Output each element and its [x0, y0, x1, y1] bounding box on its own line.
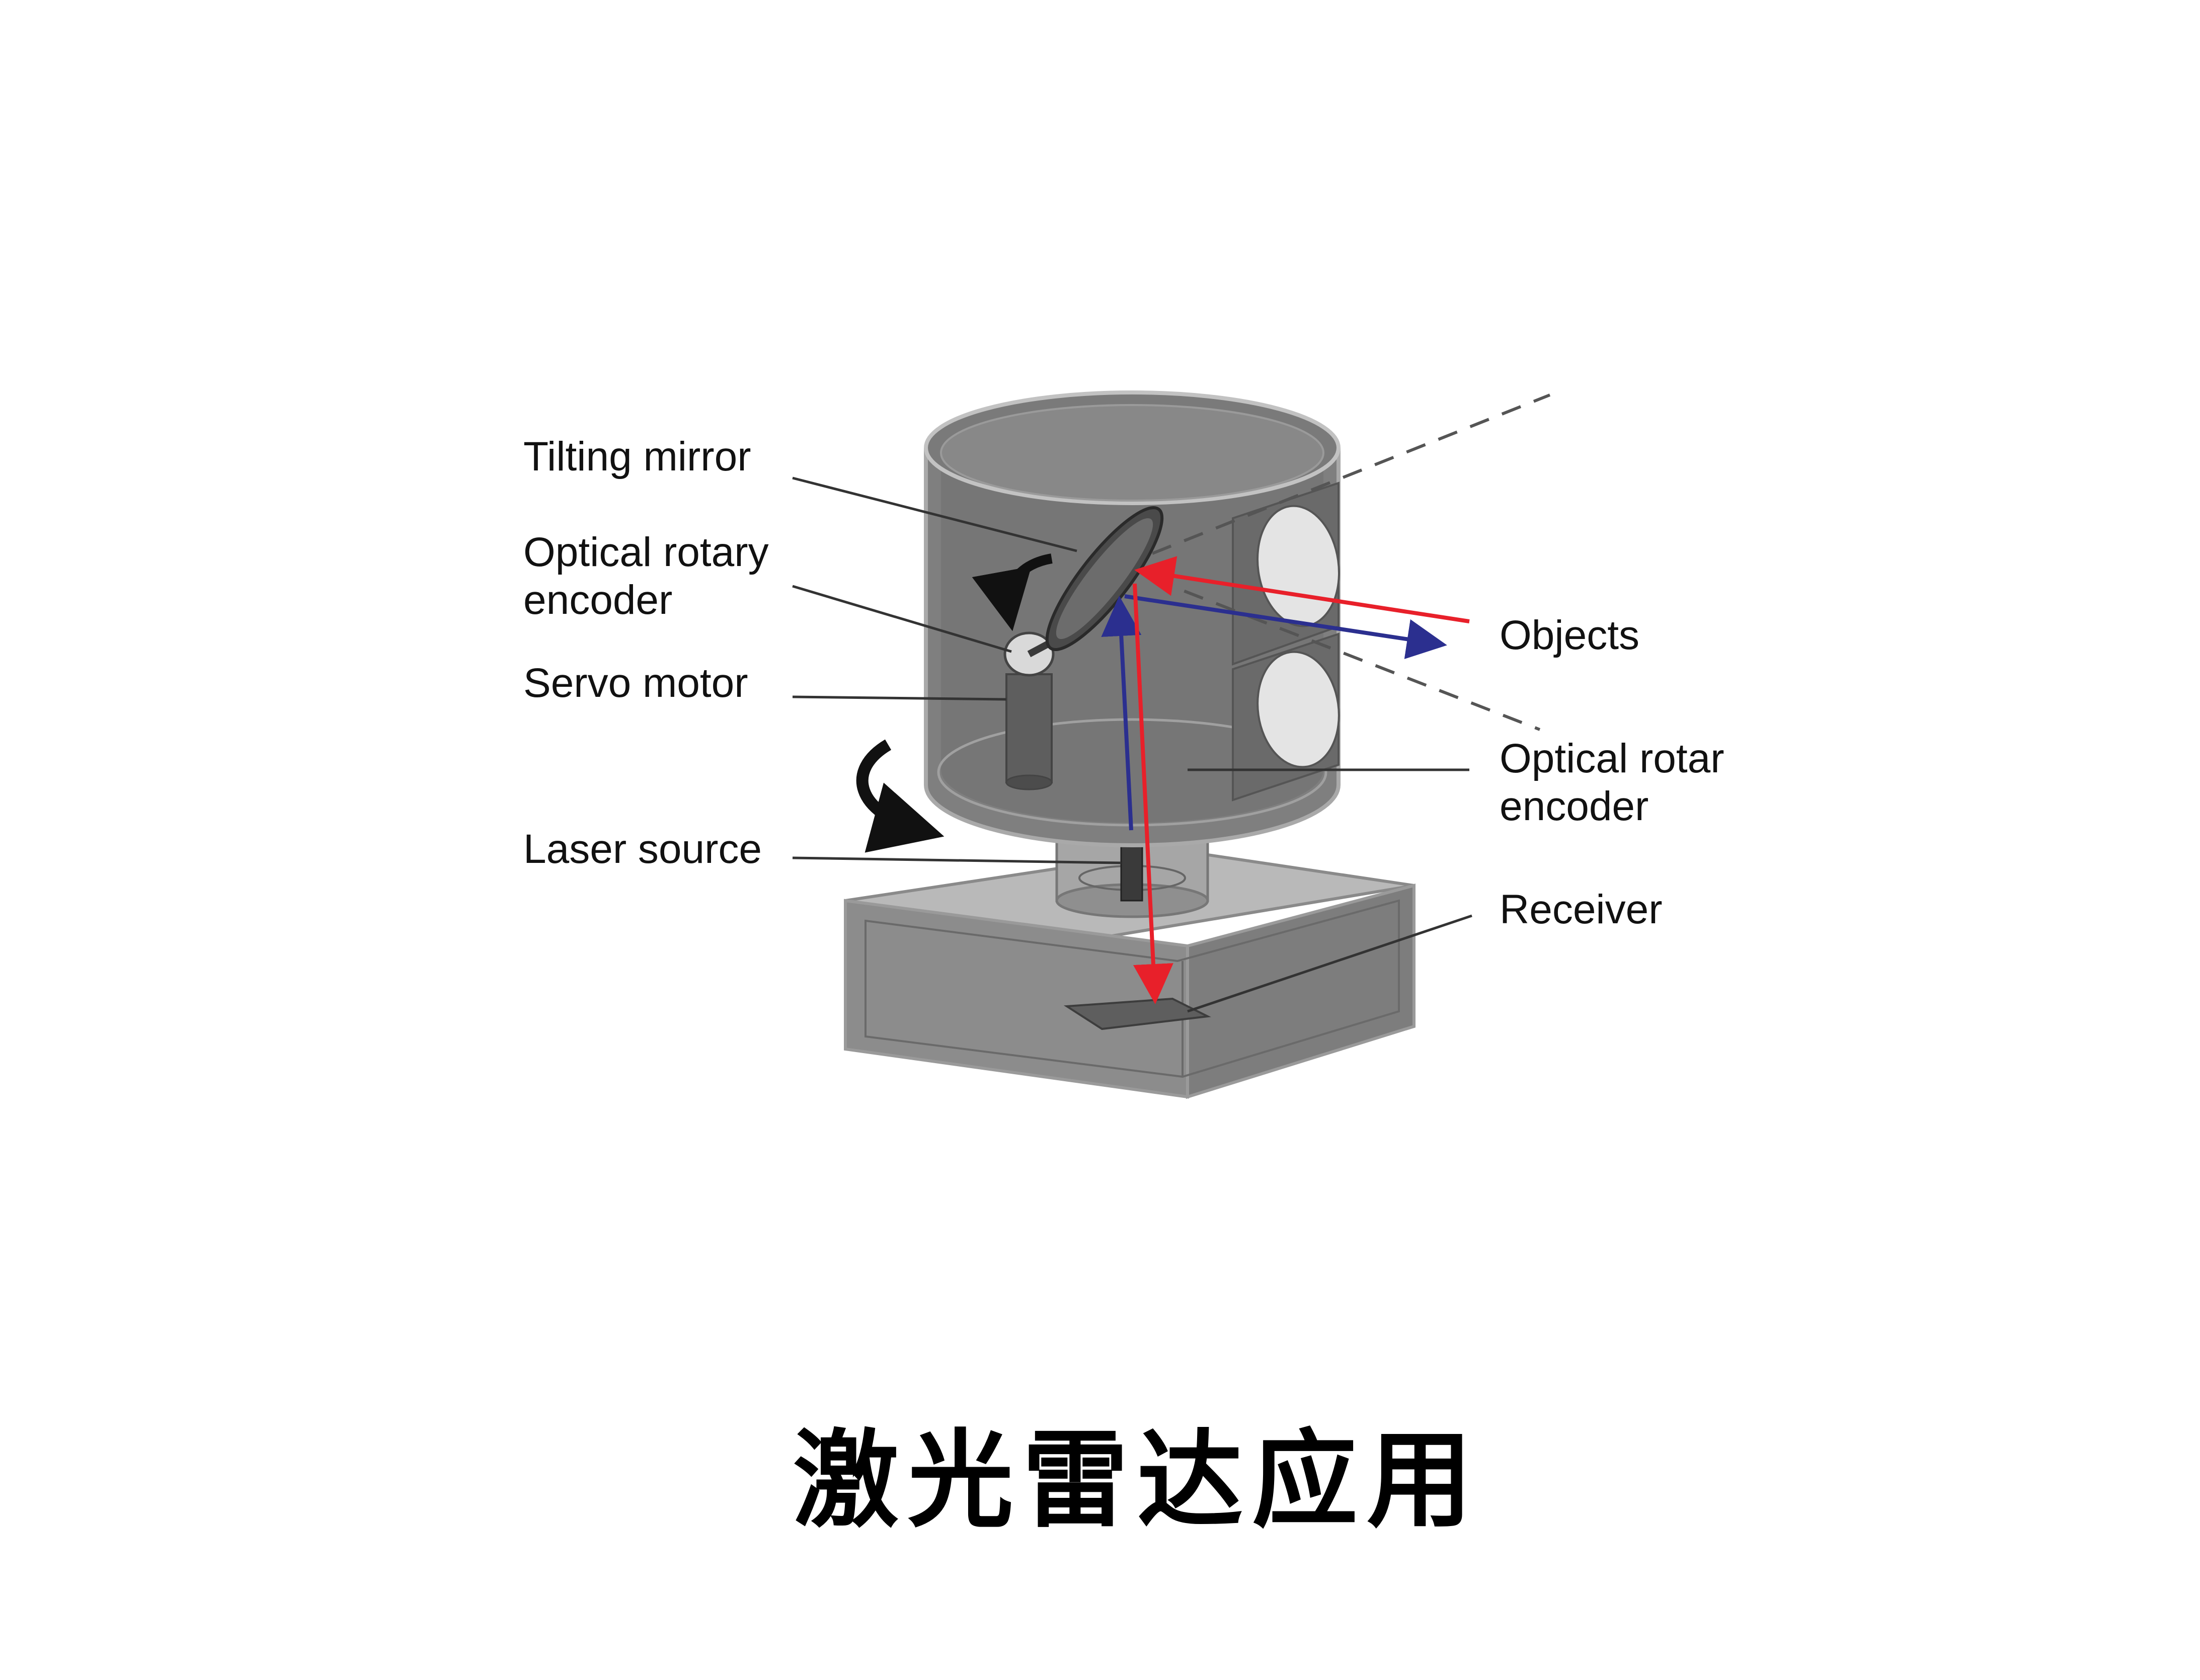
label-optical-rotary-encoder-right-line2: encoder — [1500, 783, 1648, 829]
label-objects: Objects — [1500, 612, 1639, 658]
fov-dashed-upper — [1151, 393, 1551, 555]
mirror-rotation-arrow — [972, 553, 1053, 631]
return-beam — [1133, 556, 1470, 1004]
label-tilting-mirror: Tilting mirror — [523, 434, 751, 479]
window-panels — [1232, 482, 1340, 802]
label-optical-rotary-encoder-left-line2: encoder — [523, 577, 672, 623]
cylinder-rotation-arrow — [856, 739, 945, 853]
caption-title: 激光雷达应用 — [793, 1419, 1481, 1542]
label-optical-rotary-encoder-left-line1: Optical rotary — [523, 529, 769, 575]
label-receiver: Receiver — [1500, 887, 1663, 932]
base-box — [844, 848, 1416, 1099]
fov-dashed-lower — [1151, 577, 1541, 731]
label-laser-source: Laser source — [523, 826, 762, 872]
outgoing-beam — [1101, 594, 1447, 831]
label-servo-motor: Servo motor — [523, 660, 748, 706]
tilting-mirror — [1027, 506, 1164, 658]
servo-motor — [1005, 673, 1053, 790]
label-optical-rotary-encoder-right-line1: Optical rotar — [1500, 736, 1724, 781]
leader-lines — [792, 476, 1472, 1013]
optical-rotary-encoder-disc — [1003, 631, 1055, 677]
